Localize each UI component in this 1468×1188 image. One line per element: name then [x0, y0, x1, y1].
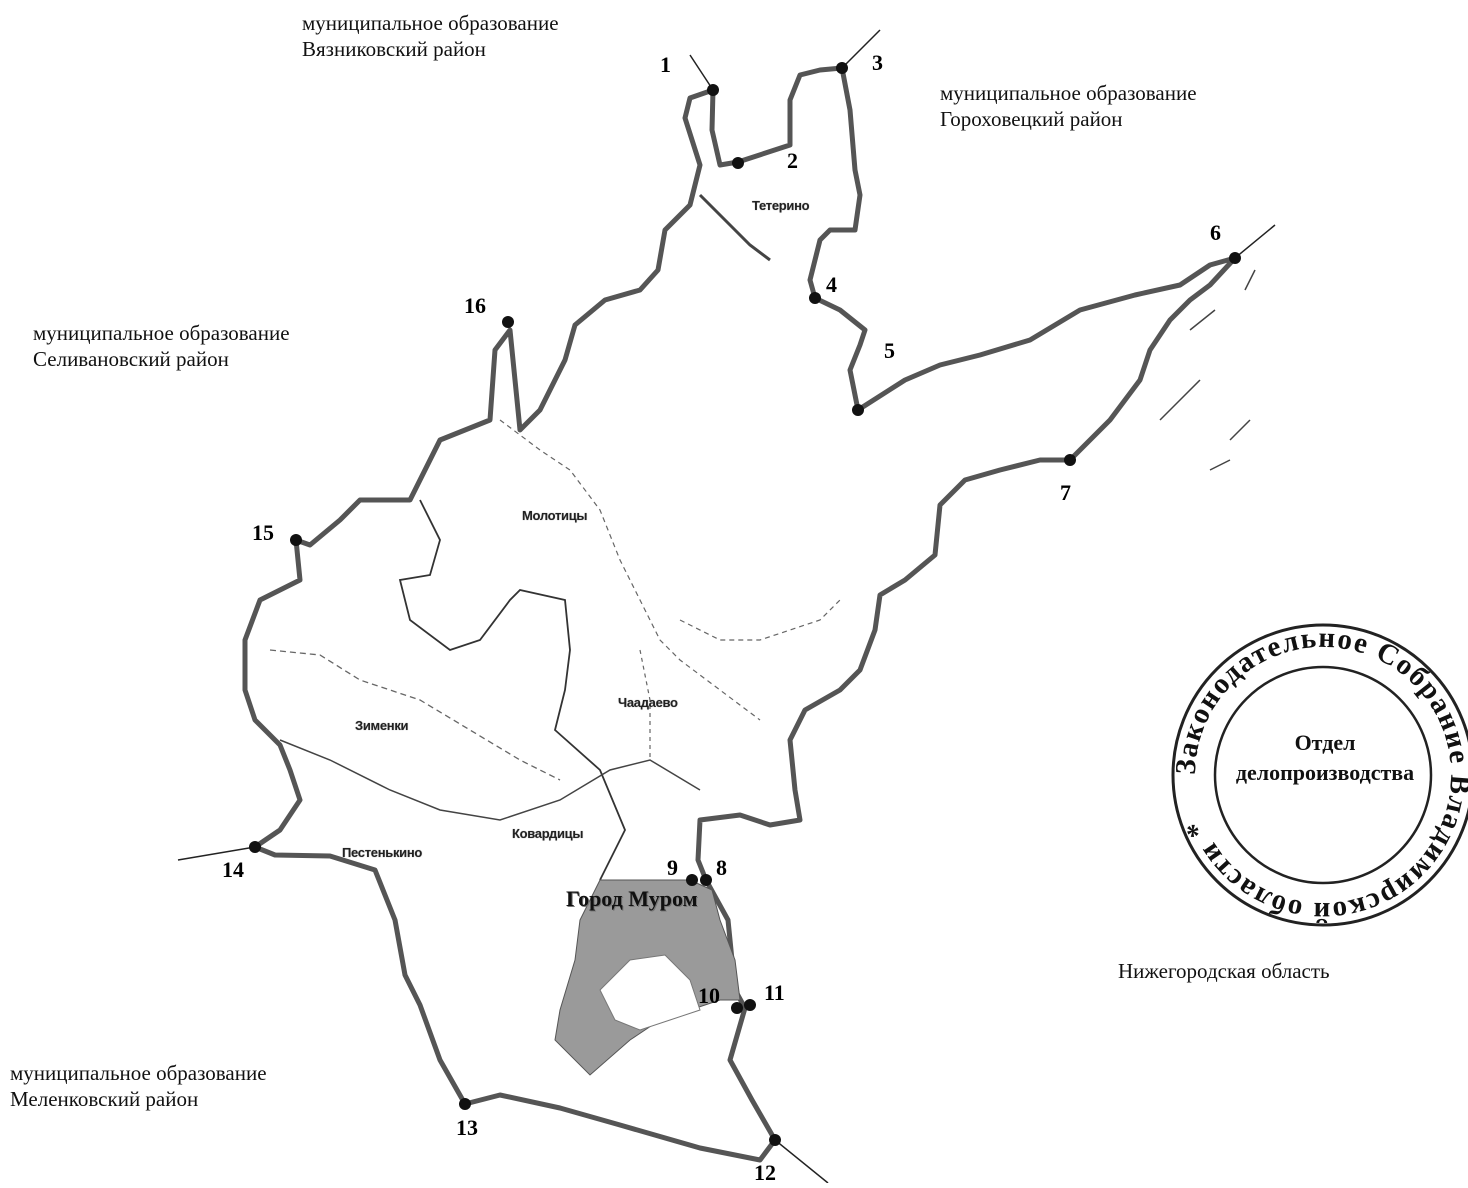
internal-boundary-3: [279, 739, 701, 821]
vertex-dot-13: [459, 1098, 471, 1110]
vertex-dot-5: [852, 404, 864, 416]
vertex-dot-1: [707, 84, 719, 96]
riverbank-east: [1159, 269, 1256, 471]
label-gorokhovetsky: муниципальное образование Гороховецкий р…: [940, 81, 1197, 131]
vertex-dot-12: [769, 1134, 781, 1146]
point-number-4: 4: [826, 272, 837, 297]
settlement-teterino: Тетерино: [752, 198, 810, 213]
city-label-murom: Город Муром: [566, 886, 698, 911]
settlement-pestenkino: Пестенькино: [342, 845, 423, 860]
settlement-zimenki: Зименки: [355, 718, 409, 733]
vertex-dot-7: [1064, 454, 1076, 466]
stamp-center-text: Отдел делопроизводства: [1200, 728, 1450, 788]
settlement-kovardicy: Ковардицы: [512, 826, 584, 841]
internal-boundary-4: [499, 419, 761, 721]
river-north: [698, 193, 771, 262]
internal-boundary-6: [679, 599, 841, 641]
point-number-13: 13: [456, 1115, 478, 1140]
label-selivanovsky: муниципальное образование Селивановский …: [33, 321, 290, 371]
internal-boundary-2: [269, 649, 561, 781]
point-number-3: 3: [872, 50, 883, 75]
vertex-dot-11: [744, 999, 756, 1011]
point-number-8: 8: [716, 855, 727, 880]
stamp-line-2: делопроизводства: [1235, 760, 1415, 785]
vertex-dot-10: [731, 1002, 743, 1014]
vertex-dot-16: [502, 316, 514, 328]
vertex-dot-15: [290, 534, 302, 546]
point-number-14: 14: [222, 857, 244, 882]
label-nizhegorodskaya: Нижегородская область: [1118, 959, 1330, 983]
vertex-dot-4: [809, 292, 821, 304]
vertex-dots: [249, 62, 1241, 1146]
point-number-1: 1: [660, 52, 671, 77]
internal-boundary-5: [639, 649, 651, 760]
vertex-dot-6: [1229, 252, 1241, 264]
leader-6: [1234, 224, 1276, 259]
point-number-10: 10: [698, 983, 720, 1008]
point-number-7: 7: [1060, 480, 1071, 505]
vertex-dot-3: [836, 62, 848, 74]
leader-3: [841, 29, 881, 69]
district-boundary: [242, 65, 1238, 1163]
point-number-15: 15: [252, 520, 274, 545]
vertex-dot-8: [700, 874, 712, 886]
leader-1: [689, 54, 714, 91]
stamp-line-1: Отдел: [1294, 730, 1356, 755]
settlement-molotitsy: Молотицы: [522, 508, 588, 523]
settlement-chaadaevo: Чаадаево: [618, 695, 678, 710]
vertex-dot-2: [732, 157, 744, 169]
point-number-6: 6: [1210, 220, 1221, 245]
vertex-dot-14: [249, 841, 261, 853]
leader-12: [774, 1139, 829, 1184]
point-number-5: 5: [884, 338, 895, 363]
label-melenkovsky: муниципальное образование Меленковский р…: [10, 1061, 267, 1111]
leader-14: [177, 846, 256, 861]
point-number-11: 11: [764, 980, 785, 1005]
city-inner-white: [599, 954, 701, 1031]
point-number-9: 9: [667, 855, 678, 880]
point-number-16: 16: [464, 293, 486, 318]
vertex-dot-9: [686, 874, 698, 886]
point-number-12: 12: [754, 1160, 776, 1185]
label-vyaznikovsky: муниципальное образование Вязниковский р…: [302, 11, 559, 61]
point-number-2: 2: [787, 148, 798, 173]
internal-boundary-1: [398, 499, 626, 881]
